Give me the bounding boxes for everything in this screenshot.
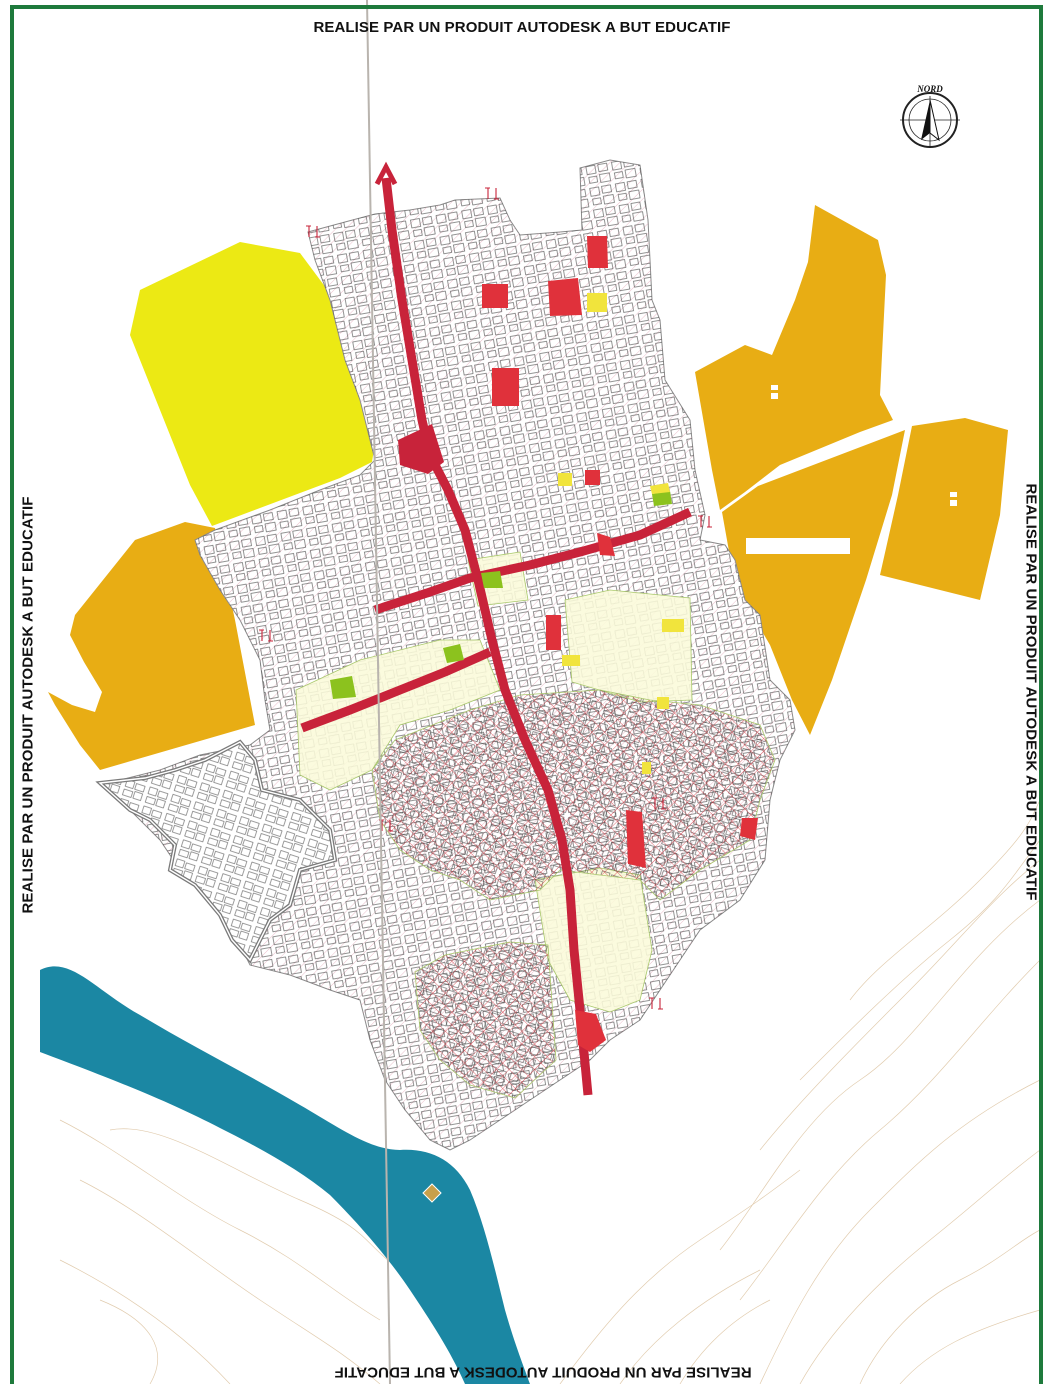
orange-zone-far-east — [880, 418, 1008, 600]
yellow-lot — [650, 483, 670, 494]
map-frame — [10, 5, 1043, 1384]
facility-red — [546, 615, 561, 650]
road-east-west-south — [300, 647, 492, 733]
scan-fold-line — [366, 0, 391, 1384]
compass-label: NORD — [916, 84, 943, 94]
watermark-left: REALISE PAR UN PRODUIT AUTODESK A BUT ED… — [20, 496, 37, 913]
orange-zone-east — [722, 430, 905, 735]
river — [40, 966, 530, 1384]
orange-zone-northeast — [695, 205, 893, 510]
terrain-contours — [59, 799, 1041, 1384]
yellow-lot — [558, 473, 572, 486]
yellow-lot — [587, 293, 607, 312]
river-marker — [422, 1183, 442, 1203]
green-space — [652, 491, 672, 506]
facility-red — [492, 368, 519, 406]
green-space — [330, 676, 356, 699]
intersection-markers — [259, 187, 712, 1010]
white-strip-east — [746, 538, 850, 554]
yellow-lots — [558, 293, 684, 774]
north-arrow-icon — [900, 92, 960, 148]
yellow-zone-northwest — [130, 242, 377, 526]
facility-red — [597, 533, 615, 556]
facility-red — [585, 470, 600, 485]
watermark-top: REALISE PAR UN PRODUIT AUTODESK A BUT ED… — [313, 19, 730, 36]
facility-red — [482, 284, 508, 308]
roads — [300, 161, 692, 1096]
facility-red — [548, 278, 582, 316]
green-space — [443, 644, 464, 663]
green-space — [481, 571, 503, 588]
watermark-bottom: REALISE PAR UN PRODUIT AUTODESK A BUT ED… — [334, 1364, 751, 1381]
yellow-lot — [562, 655, 580, 666]
watermark-right: REALISE PAR UN PRODUIT AUTODESK A BUT ED… — [1023, 483, 1040, 900]
zone-markers — [771, 385, 957, 506]
yellow-lot — [642, 762, 651, 774]
public-facilities — [482, 236, 758, 1052]
road-east-west-north — [373, 507, 692, 615]
main-road-north-south — [381, 177, 593, 1096]
facility-red — [587, 236, 608, 268]
crosshatch-zone-south — [414, 941, 557, 1099]
facility-red — [740, 818, 758, 840]
yellow-lot — [657, 697, 669, 709]
green-spaces — [330, 491, 672, 699]
north-arrow-chevron — [374, 161, 398, 186]
facility-red — [626, 810, 646, 868]
facility-red — [575, 1010, 606, 1052]
yellow-lot — [662, 619, 684, 632]
road-junction-square — [398, 424, 444, 474]
orange-zone-west — [48, 522, 255, 770]
